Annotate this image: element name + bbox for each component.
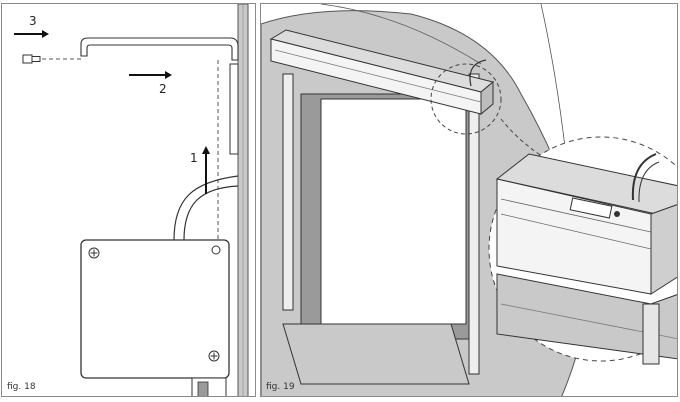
key-tool (22, 54, 33, 64)
side-guide-right (468, 73, 480, 375)
window-opening (320, 98, 467, 325)
detail-marker (430, 63, 502, 135)
window-sill (282, 323, 470, 385)
step-2-label: 2 (159, 82, 167, 96)
step-3-label: 3 (29, 14, 37, 28)
figure-19-caption: fig. 19 (266, 382, 295, 392)
figure-18-panel: 3 2 1 fig. 18 (1, 3, 256, 397)
cable (173, 175, 239, 241)
step-1-label: 1 (190, 151, 198, 165)
figure-19-panel: fig. 19 (260, 3, 678, 397)
detail-cassette-enlarged (495, 153, 677, 365)
control-box (80, 239, 230, 379)
wall-bracket (229, 63, 239, 155)
side-guide-left (282, 73, 294, 311)
figure-18-drawing: 3 2 1 (14, 4, 249, 396)
figure-18-caption: fig. 18 (7, 382, 36, 392)
figure-19-drawing (261, 4, 677, 396)
hook-rod (80, 37, 239, 61)
